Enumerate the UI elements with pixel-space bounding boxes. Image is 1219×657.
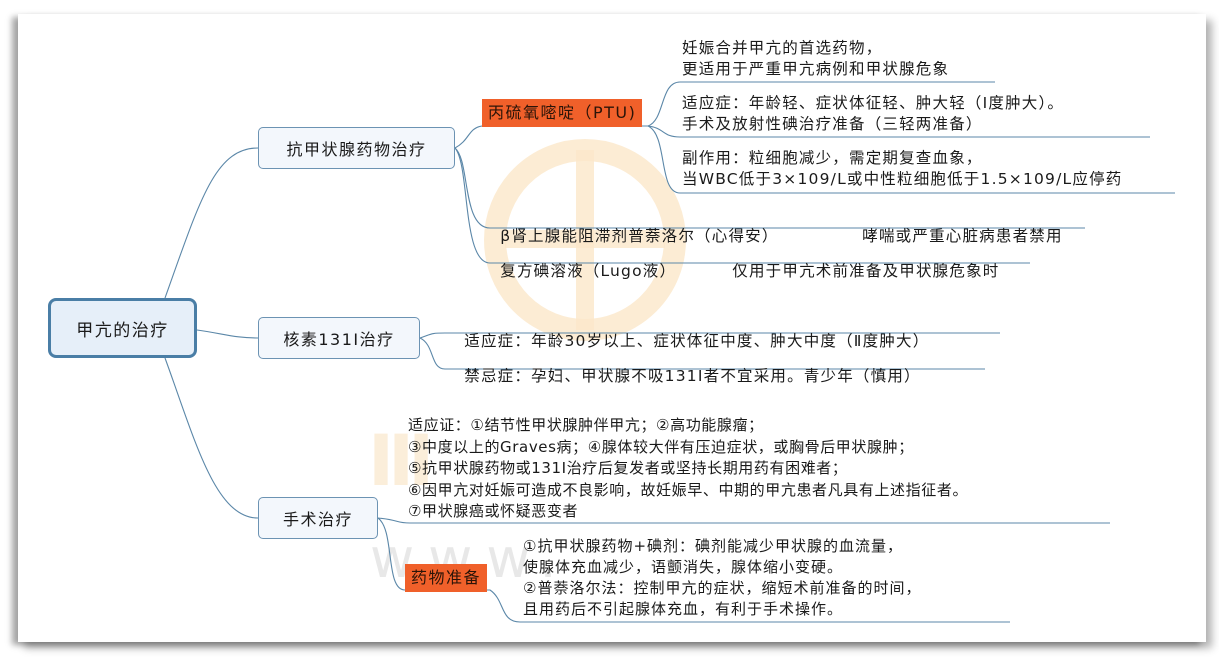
beta-blocker-note: 哮喘或严重心脏病患者禁用 xyxy=(862,227,1063,245)
ptu-note-side-effect: 副作用：粒细胞减少，需定期复查血象， 当WBC低于3×109/L或中性粒细胞低于… xyxy=(682,149,1123,188)
beta-blocker-node: β肾上腺能阻滞剂普萘洛尔（心得安） xyxy=(500,227,779,245)
ptu-note-first-choice: 妊娠合并甲亢的首选药物， 更适用于严重甲亢病例和甲状腺危象 xyxy=(682,39,950,78)
branch-surgery-label: 手术治疗 xyxy=(282,510,353,529)
surgery-indications: 适应证：①结节性甲状腺肿伴甲亢；②高功能腺瘤； ③中度以上的Graves病；④腺… xyxy=(408,416,969,520)
branch-radioiodine-label: 核素131I治疗 xyxy=(283,330,395,349)
branch-radioiodine[interactable]: 核素131I治疗 xyxy=(258,317,420,359)
branch-drug-therapy-label: 抗甲状腺药物治疗 xyxy=(286,140,427,159)
ptu-label: 丙硫氧嘧啶（PTU) xyxy=(488,103,637,122)
lugol-node: 复方碘溶液（Lugo液） xyxy=(500,262,677,280)
ptu-note-indication: 适应症：年龄轻、症状体征轻、肿大轻（Ⅰ度肿大）。 手术及放射性碘治疗准备（三轻两… xyxy=(682,94,1065,133)
lugol-note: 仅用于甲亢术前准备及甲状腺危象时 xyxy=(732,262,1000,280)
radio-indication: 适应症：年龄30岁以上、症状体征中度、肿大中度（Ⅱ度肿大） xyxy=(464,332,930,350)
drug-prep-notes: ①抗甲状腺药物+碘剂：碘剂能减少甲状腺的血流量， 使腺体充血减少，语颤消失，腺体… xyxy=(523,537,922,618)
radio-contraindication: 禁忌症：孕妇、甲状腺不吸131I者不宜采用。青少年（慎用） xyxy=(464,367,921,385)
drug-prep-label: 药物准备 xyxy=(411,568,482,587)
ptu-node[interactable]: 丙硫氧嘧啶（PTU) xyxy=(482,99,643,127)
branch-drug-therapy[interactable]: 抗甲状腺药物治疗 xyxy=(258,127,455,169)
root-node[interactable]: 甲亢的治疗 xyxy=(48,298,197,358)
branch-surgery[interactable]: 手术治疗 xyxy=(258,497,378,539)
root-label: 甲亢的治疗 xyxy=(76,320,169,341)
drug-prep-node[interactable]: 药物准备 xyxy=(405,564,488,592)
